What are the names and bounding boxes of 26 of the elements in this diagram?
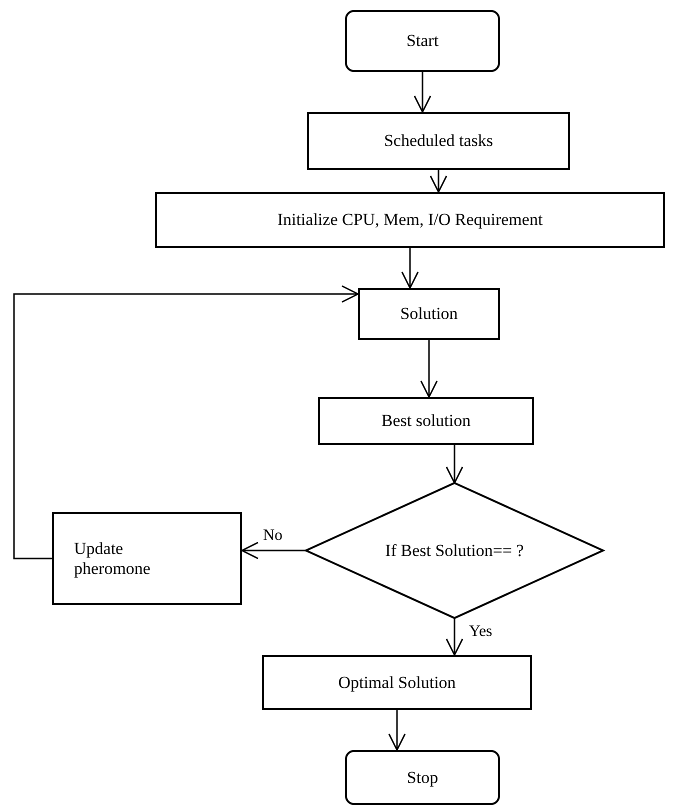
node-text: Start	[406, 31, 439, 51]
arrow	[420, 340, 438, 398]
arrow	[446, 445, 464, 484]
arrow	[13, 285, 359, 560]
process-box	[358, 288, 500, 340]
arrow	[388, 710, 406, 751]
node-text: Scheduled tasks	[384, 131, 494, 151]
terminal-box	[345, 750, 500, 805]
node-text: Initialize CPU, Mem, I/O Requirement	[277, 210, 543, 230]
process-box	[307, 112, 570, 170]
process-box	[262, 655, 532, 710]
arrow	[446, 618, 464, 656]
arrow	[430, 170, 448, 193]
process-box	[155, 192, 665, 248]
node-text: Optimal Solution	[338, 672, 456, 692]
terminal-box	[345, 10, 500, 72]
node-text: If Best Solution== ?	[385, 540, 524, 560]
node-text: Best solution	[381, 411, 471, 431]
arrow	[241, 542, 306, 560]
node-text: Solution	[400, 304, 458, 324]
arrow	[401, 248, 419, 289]
arrow	[414, 72, 432, 113]
process-box	[52, 512, 242, 605]
node-text: Stop	[406, 768, 438, 788]
node-text: Update pheromone	[74, 538, 152, 578]
process-box	[318, 397, 534, 445]
